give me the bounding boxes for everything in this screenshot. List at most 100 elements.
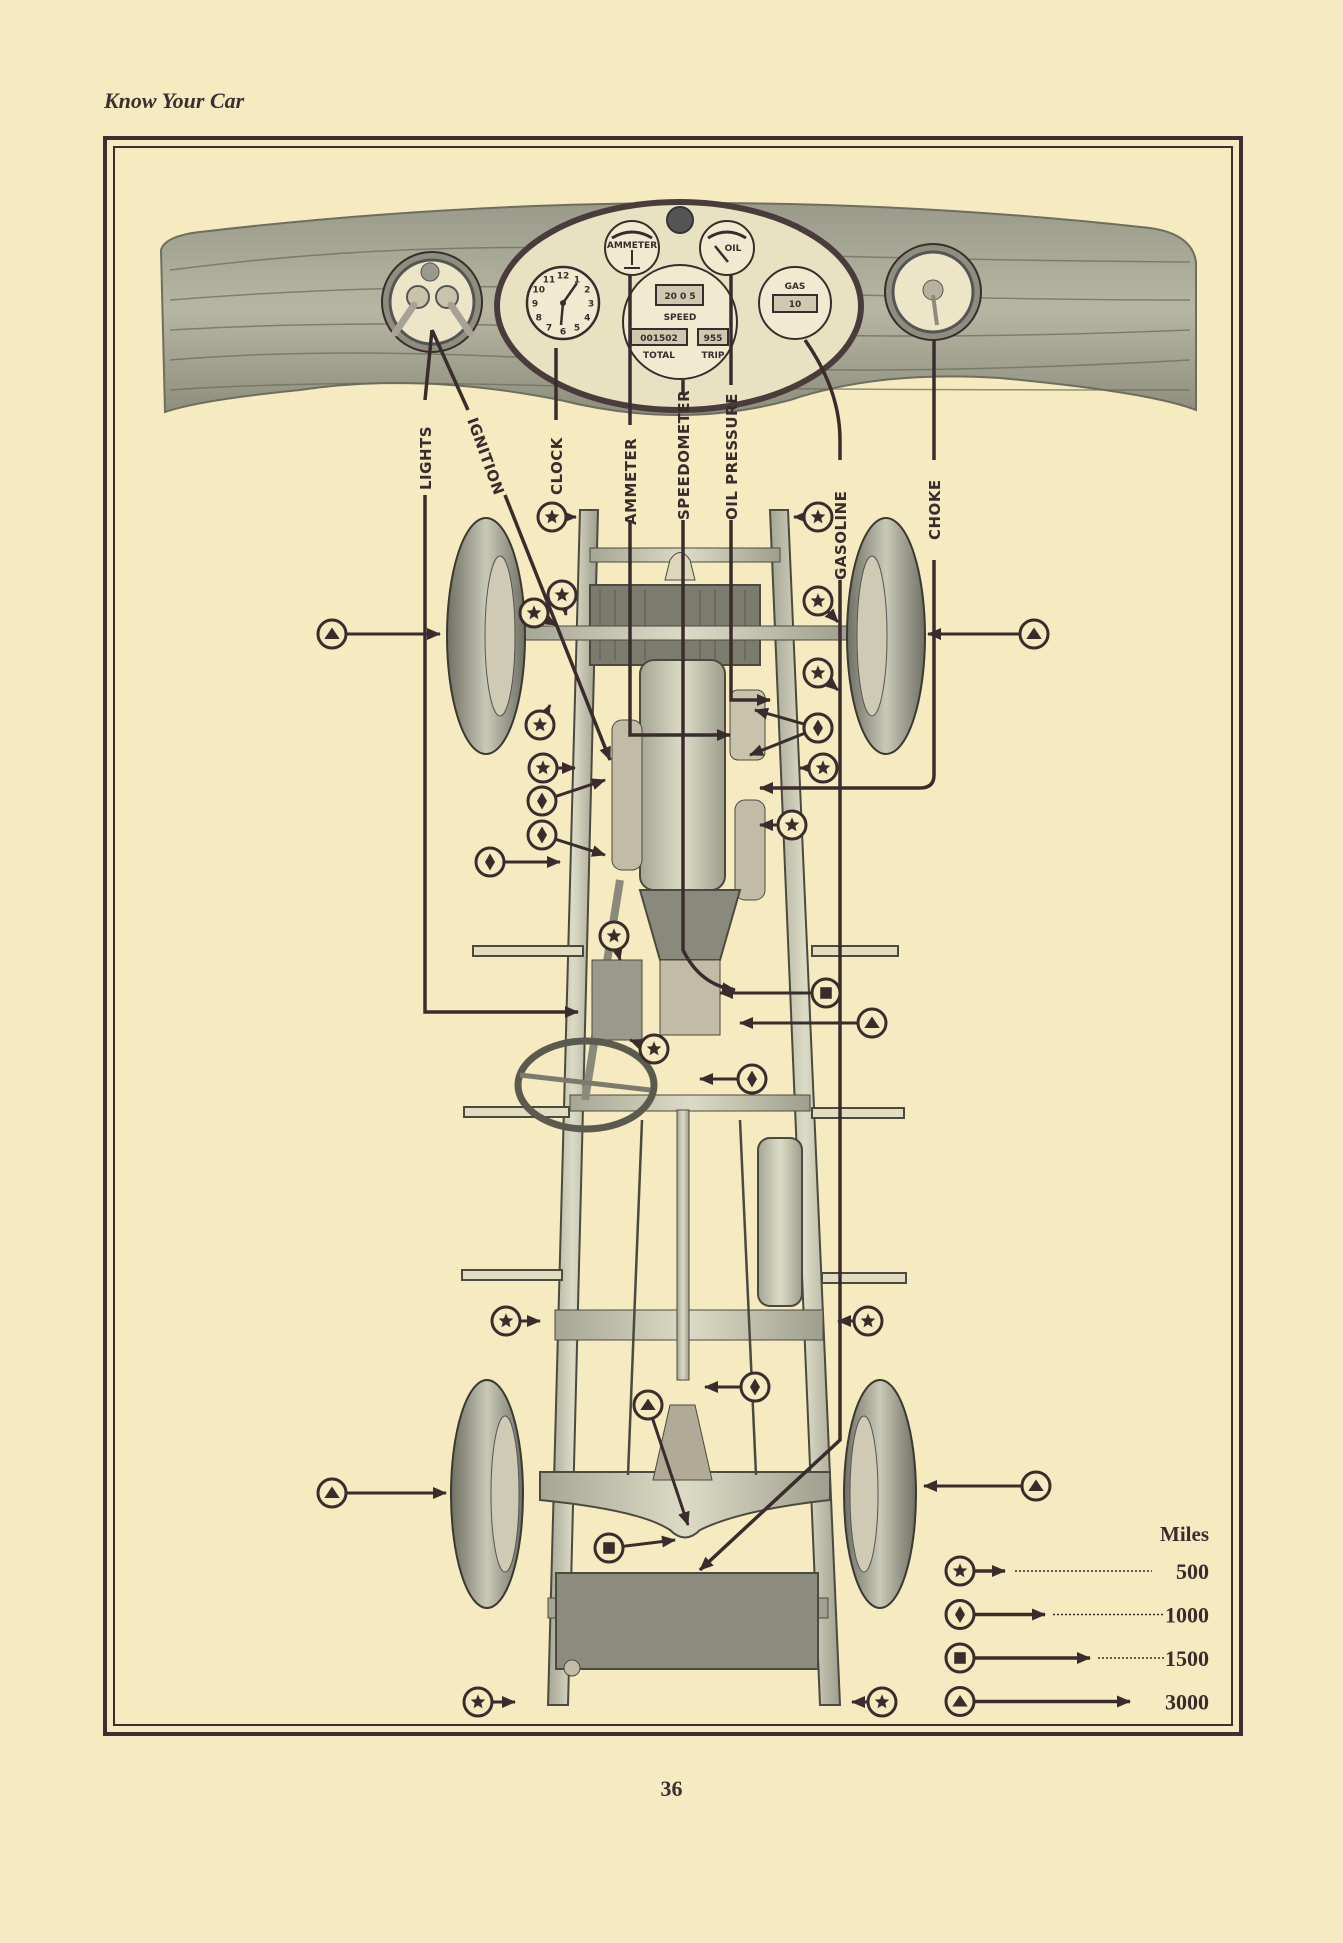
marker-arrow — [754, 707, 805, 726]
diamond-icon — [749, 1378, 761, 1396]
clock-numeral: 3 — [588, 300, 594, 310]
ammeter-gauge: AMMETER — [604, 220, 660, 276]
diamond-icon — [536, 826, 548, 844]
lubrication-marker-star — [851, 1686, 898, 1718]
clock-numeral: 2 — [584, 286, 590, 296]
triangle-icon — [864, 1016, 880, 1029]
star-icon — [470, 1694, 486, 1709]
marker-arrow — [611, 945, 623, 961]
lubrication-marker-star — [799, 752, 839, 784]
clock-numeral: 10 — [532, 286, 545, 296]
lubrication-marker-square — [593, 1532, 676, 1564]
brake-rods — [626, 1119, 758, 1476]
fuel-tank-drain — [563, 1659, 581, 1677]
legend-row-triangle: 3000 — [944, 1686, 1209, 1717]
muffler — [757, 1137, 803, 1307]
star-icon — [532, 717, 548, 732]
label-clock: CLOCK — [548, 436, 566, 495]
lubrication-marker-diamond — [474, 846, 561, 878]
clock-numeral: 11 — [543, 275, 556, 285]
marker-arrow — [622, 1535, 676, 1548]
marker-arrow — [824, 677, 839, 692]
label-lights: LIGHTS — [417, 426, 435, 490]
oil-pressure-line — [729, 275, 770, 700]
lubrication-marker-star — [536, 501, 577, 533]
star-icon — [554, 587, 570, 602]
lubrication-marker-star — [802, 585, 840, 624]
marker-arrow — [554, 837, 606, 857]
star-icon — [952, 1563, 968, 1578]
choke-knob — [884, 243, 982, 341]
right-front-wheel — [846, 517, 926, 755]
manifold — [611, 719, 643, 871]
page-number: 36 — [660, 1776, 683, 1801]
lubrication-marker-star — [490, 1305, 541, 1337]
ignition-line — [430, 329, 610, 760]
star-icon — [498, 1313, 514, 1328]
lubrication-marker-triangle — [632, 1389, 690, 1526]
left-front-wheel — [446, 517, 526, 755]
gas-reading: 10 — [789, 300, 802, 310]
star-icon — [874, 1694, 890, 1709]
total-label: TOTAL — [643, 351, 675, 361]
diamond-icon — [746, 1070, 758, 1088]
lubrication-marker-triangle — [316, 618, 441, 650]
star-icon — [810, 665, 826, 680]
diamond-icon — [954, 1606, 966, 1623]
front-axle — [519, 625, 851, 641]
odometer-trip-reading: 955 — [704, 334, 723, 344]
marker-arrow — [749, 731, 806, 757]
star-icon — [606, 928, 622, 943]
lights-line — [423, 329, 578, 1012]
clock-numeral: 8 — [536, 314, 542, 324]
legend-miles-value: 3000 — [1165, 1690, 1209, 1715]
steering-box — [591, 959, 643, 1041]
lights-ignition-switch — [381, 251, 483, 353]
lubrication-markers — [316, 501, 1052, 1718]
lubrication-marker-star — [759, 809, 808, 841]
label-ignition: IGNITION — [463, 415, 508, 497]
figure-frame-outer — [103, 136, 1243, 1736]
star-icon — [526, 605, 542, 620]
speedometer-gauge: 20 0 5 SPEED 001502 955 TOTAL TRIP — [622, 264, 738, 380]
legend-miles-value: 1000 — [1165, 1603, 1209, 1628]
star-icon — [544, 509, 560, 524]
star-icon — [810, 593, 826, 608]
triangle-icon — [324, 1486, 340, 1499]
gasoline-line — [700, 338, 842, 1570]
clock-numeral: 6 — [560, 328, 566, 338]
figure-frame-inner — [113, 146, 1233, 1726]
lubrication-marker-star — [629, 1033, 670, 1065]
lubrication-marker-star — [524, 704, 556, 741]
square-icon — [820, 987, 832, 999]
running-head: Know Your Car — [104, 88, 245, 113]
lubrication-marker-star — [462, 1686, 516, 1718]
lubrication-marker-triangle — [927, 618, 1050, 650]
clock-numeral: 4 — [584, 314, 590, 324]
oil-label: OIL — [725, 244, 742, 254]
cluster-light-knob — [666, 206, 694, 234]
legend-miles-value: 1500 — [1165, 1646, 1209, 1671]
marker-arrow — [651, 1417, 690, 1526]
triangle-icon — [640, 1398, 656, 1411]
choke-line — [760, 340, 936, 788]
clock-numeral: 1 — [574, 275, 580, 285]
label-choke: CHOKE — [926, 479, 944, 540]
lubrication-marker-star — [598, 920, 630, 961]
steering-wheel-spoke — [519, 1072, 651, 1093]
lubrication-marker-triangle — [923, 1470, 1052, 1502]
label-oil-pressure: OIL PRESSURE — [723, 393, 741, 520]
legend-row-square: 1500 — [944, 1642, 1209, 1674]
left-rear-wheel — [450, 1379, 524, 1609]
square-icon — [954, 1652, 966, 1664]
lubrication-marker-triangle — [316, 1477, 447, 1509]
lubrication-marker-star — [518, 597, 557, 629]
star-icon — [810, 509, 826, 524]
lubrication-marker-triangle — [739, 1007, 888, 1039]
square-icon — [603, 1542, 615, 1554]
lubrication-marker-square — [719, 977, 842, 1009]
clock-numeral: 7 — [546, 324, 552, 334]
